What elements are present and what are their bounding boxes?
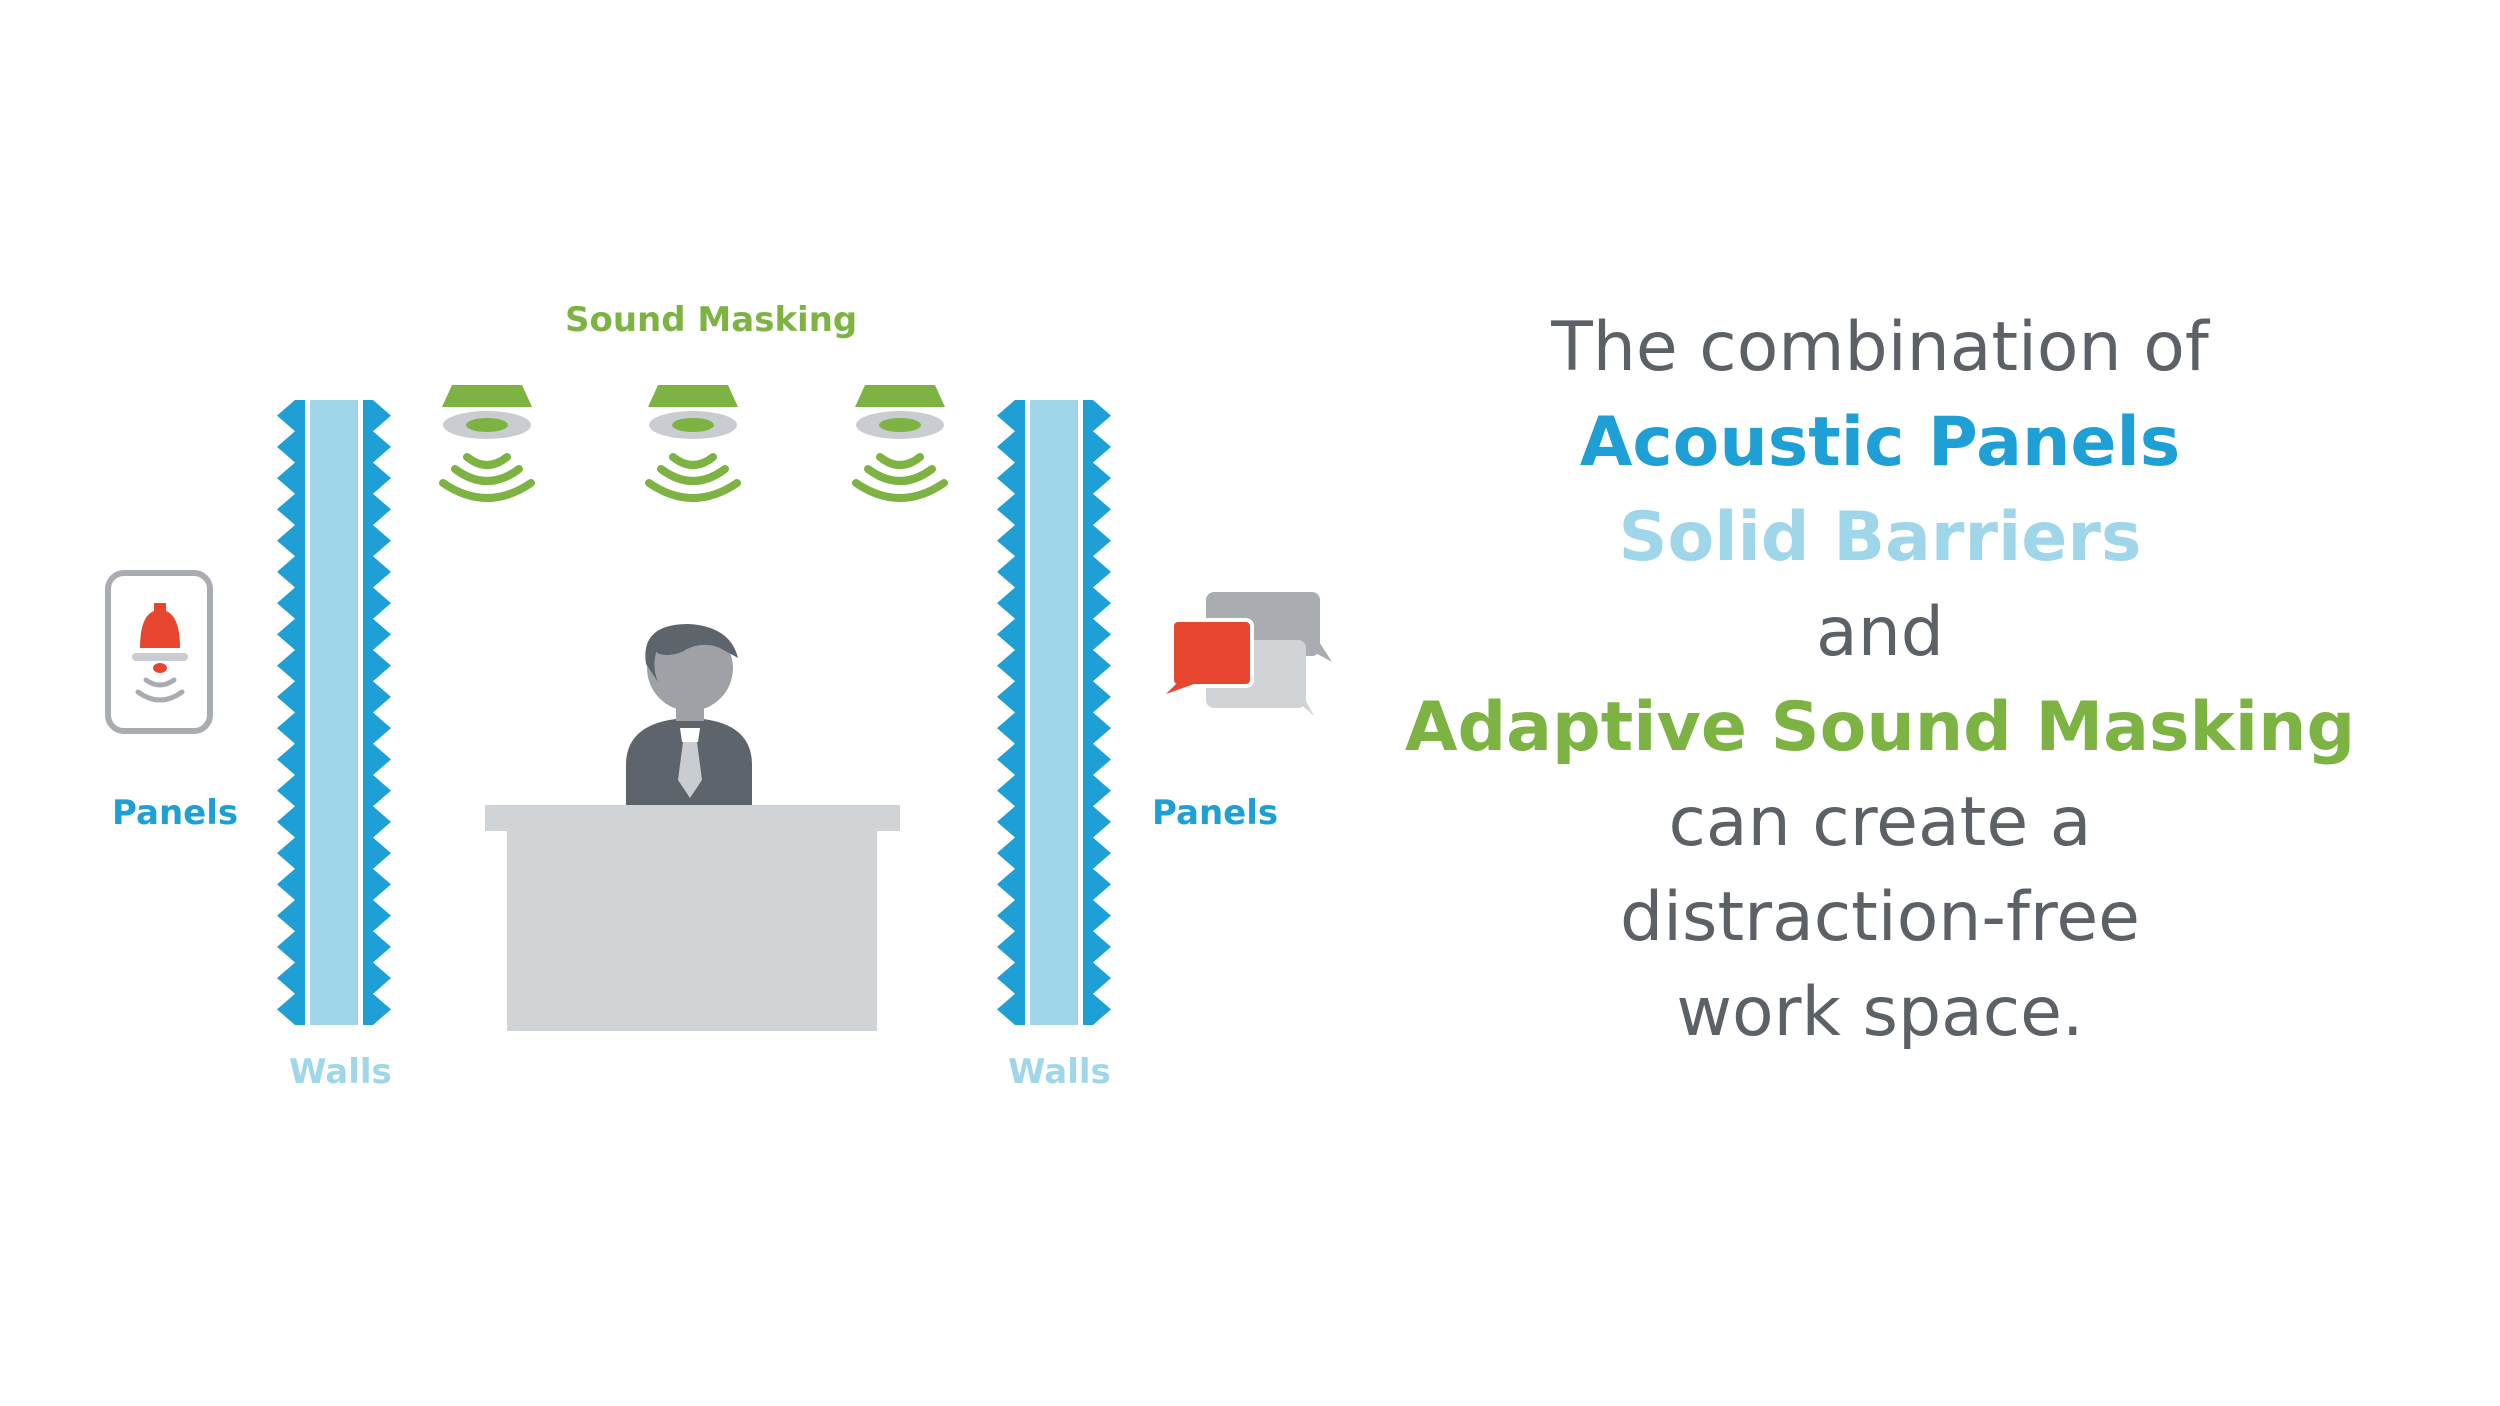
left-outer-acoustic-panel — [277, 400, 305, 1025]
right-solid-wall — [1030, 400, 1078, 1025]
panels-label-right: Panels — [1152, 793, 1279, 833]
speech-bubbles-icon — [1166, 592, 1332, 716]
sound-masking-label: Sound Masking — [565, 300, 858, 340]
message-acoustic-panels: Acoustic Panels — [1579, 403, 2181, 482]
message-adaptive-sound-masking: Adaptive Sound Masking — [1404, 688, 2356, 767]
right-wall-assembly — [997, 400, 1111, 1025]
message-line-distraction-free: distraction-free — [1619, 878, 2141, 957]
message-line-and: and — [1816, 593, 1944, 672]
walls-label-left: Walls — [289, 1052, 392, 1092]
message-line-intro: The combination of — [1551, 308, 2209, 387]
right-inner-acoustic-panel — [1083, 400, 1111, 1025]
left-inner-acoustic-panel — [363, 400, 391, 1025]
message-line-can-create: can create a — [1668, 783, 2092, 862]
message-line-work-space: work space. — [1676, 973, 2084, 1052]
sound-masking-speaker-icon — [852, 385, 948, 502]
message-block: The combination of Acoustic Panels Solid… — [1380, 300, 2380, 1060]
sound-masking-speaker-icon — [439, 385, 535, 502]
sound-masking-diagram — [105, 385, 1332, 1031]
bell-alarm-icon — [105, 570, 213, 734]
right-outer-acoustic-panel — [997, 400, 1025, 1025]
walls-label-right: Walls — [1008, 1052, 1111, 1092]
left-solid-wall — [310, 400, 358, 1025]
left-wall-assembly — [277, 400, 391, 1025]
message-solid-barriers: Solid Barriers — [1618, 498, 2142, 577]
panels-label-left: Panels — [112, 793, 239, 833]
person-at-desk-icon — [485, 624, 900, 1031]
sound-masking-speaker-icon — [645, 385, 741, 502]
